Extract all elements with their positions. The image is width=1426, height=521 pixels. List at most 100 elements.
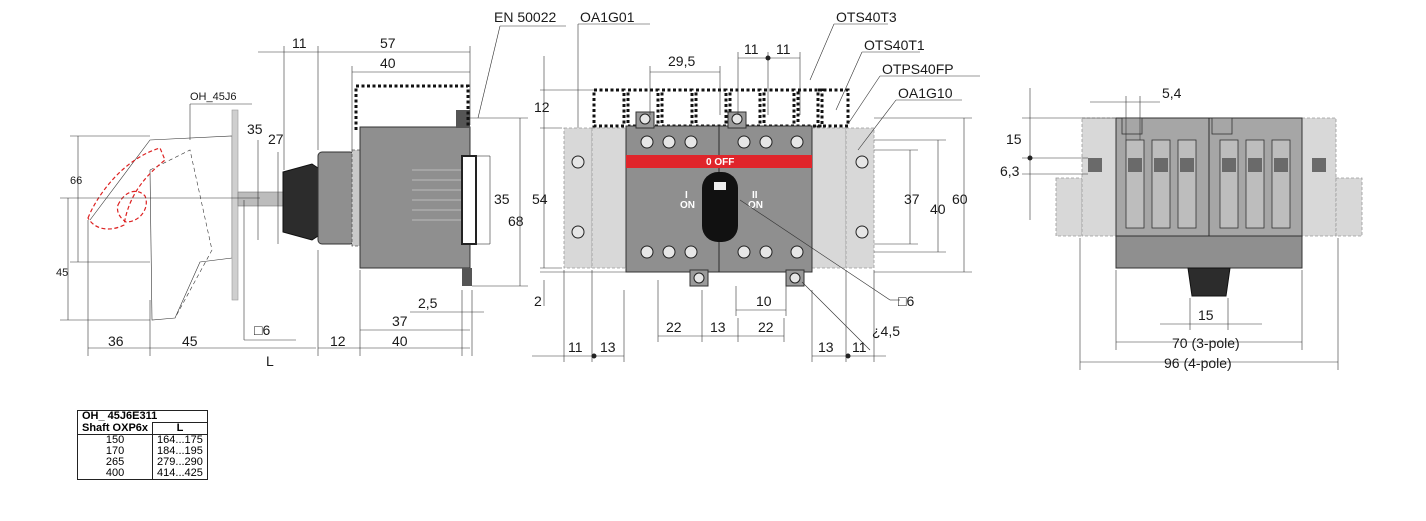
off-band [626,155,812,168]
table-header-row: Shaft OXP6x L [76,422,208,435]
svg-text:13: 13 [818,339,834,355]
table-row: 150 164...175 [76,434,208,446]
svg-text:35: 35 [247,121,263,137]
side-view: 11 57 40 35 27 66 35 68 45 2,5 37 40 12 … [56,9,566,369]
accessory-dashed-top [354,84,470,130]
svg-text:OA1G10: OA1G10 [898,85,953,101]
svg-text:13: 13 [710,319,726,335]
terminal-covers-dashed [592,88,850,128]
handle-turned-outline [87,147,166,230]
bottom-view: 5,4 15 6,3 15 70 (3-pole) 96 (4-pole) [1000,85,1363,371]
svg-text:OTPS40FP: OTPS40FP [882,61,954,77]
front-view-dimensions [532,23,980,362]
svg-text:66: 66 [70,175,82,187]
bottom-switch-base [1115,235,1303,269]
svg-text:27: 27 [268,131,284,147]
svg-text:11: 11 [852,339,867,355]
ghost-right [1301,117,1337,237]
svg-text:96 (4-pole): 96 (4-pole) [1164,355,1232,371]
ghost-left-outer [1055,177,1083,237]
aux-contact-left-2 [591,127,627,269]
table-title-row: OH_ 45J6E311 [77,410,208,423]
cell-l: 184...195 [152,446,208,457]
mount-foot [462,268,472,286]
top-slot-left [1121,117,1143,135]
svg-text:22: 22 [758,319,774,335]
front-view-dimension-text: 29,5 11 11 12 54 37 40 60 2 10 22 13 22 … [532,9,968,355]
svg-text:6,3: 6,3 [1000,163,1020,179]
svg-text:OA1G01: OA1G01 [580,9,635,25]
bottom-view-dimension-text: 5,4 15 6,3 15 70 (3-pole) 96 (4-pole) [1000,85,1240,371]
handle-turned-inner [116,190,147,223]
rotary-handle [702,172,738,242]
svg-text:10: 10 [756,293,772,309]
svg-text:0 OFF: 0 OFF [706,157,734,168]
table-row: 170 184...195 [76,446,208,457]
svg-text:12: 12 [534,99,550,115]
svg-text:ON: ON [748,200,763,211]
table-title: OH_ 45J6E311 [77,410,208,423]
pole-contacts [1088,158,1326,172]
cell-l: 164...175 [152,434,208,446]
cell-shaft: 400 [76,468,154,480]
svg-text:I: I [685,190,688,201]
svg-text:40: 40 [392,333,408,349]
svg-text:□6: □6 [254,322,270,338]
handle-swing-outline [89,135,233,321]
cell-shaft: 170 [76,446,154,457]
shaft [237,191,285,207]
svg-text:2: 2 [534,293,542,309]
table-row: 400 414...425 [76,468,208,480]
svg-text:37: 37 [904,191,920,207]
bottom-view-dimensions [1022,88,1339,370]
svg-text:70 (3-pole): 70 (3-pole) [1172,335,1240,351]
door-plate [231,109,239,301]
din-rail [461,155,477,245]
handle-indicator-icon [714,182,726,190]
svg-text:68: 68 [508,213,524,229]
svg-text:37: 37 [392,313,408,329]
svg-text:29,5: 29,5 [668,53,695,69]
svg-text:12: 12 [330,333,346,349]
svg-text:II: II [752,190,758,201]
aux-contact-right-2 [845,127,875,269]
svg-text:13: 13 [600,339,616,355]
switch-body [359,126,471,269]
cell-l: 279...290 [152,457,208,468]
bottom-knob [1187,267,1231,297]
terminal-screws [571,113,869,284]
cell-l: 414...425 [152,468,208,480]
side-view-dimensions [60,25,566,356]
svg-text:35: 35 [494,191,510,207]
svg-text:36: 36 [108,333,124,349]
ghost-left [1081,117,1117,237]
cell-shaft: 150 [76,434,154,446]
svg-text:□6: □6 [898,293,914,309]
column-header-l: L [152,422,208,435]
svg-text:11: 11 [744,41,759,57]
svg-text:57: 57 [380,35,396,51]
aux-contact-left [563,127,593,269]
column-header-shaft: Shaft OXP6x [76,422,154,435]
switch-ribs [412,169,462,221]
handle-base [317,151,355,245]
top-slot-right [1211,117,1233,135]
svg-text:15: 15 [1006,131,1022,147]
svg-text:11: 11 [568,339,583,355]
svg-text:5,4: 5,4 [1162,85,1182,101]
svg-text:OTS40T3: OTS40T3 [836,9,897,25]
shaft-length-table: OH_ 45J6E311 Shaft OXP6x L 150 164...175… [76,410,208,480]
svg-text:60: 60 [952,191,968,207]
svg-text:15: 15 [1198,307,1214,323]
svg-text:EN 50022: EN 50022 [494,9,556,25]
svg-text:L: L [266,353,274,369]
aux-contact-right [811,127,847,269]
front-view: 0 OFF I ON II ON [532,9,980,362]
svg-text:11: 11 [292,35,307,51]
svg-text:ON: ON [680,200,695,211]
svg-text:11: 11 [776,41,791,57]
svg-text:40: 40 [930,201,946,217]
cell-shaft: 265 [76,457,154,468]
handle-knob [282,163,319,241]
